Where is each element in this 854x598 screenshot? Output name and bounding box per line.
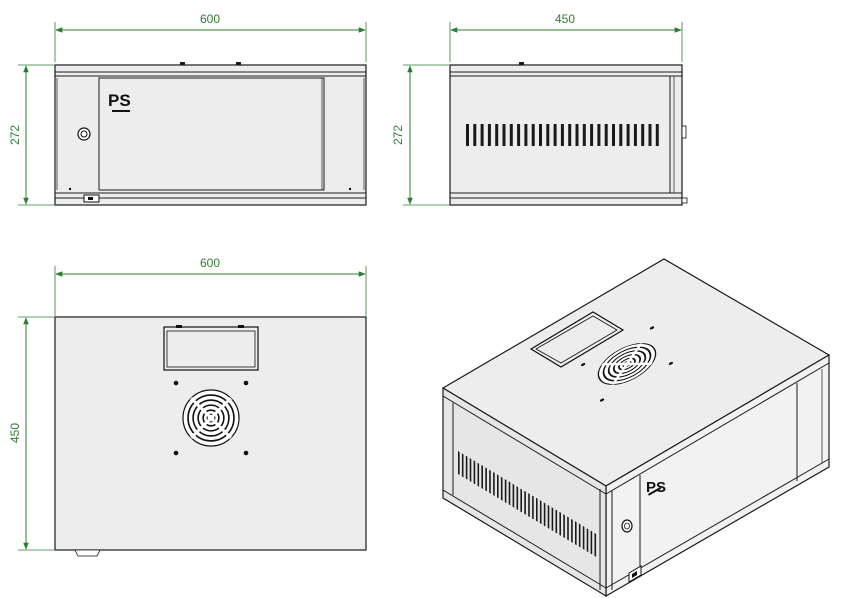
vent-slot — [520, 488, 522, 513]
vent-slot — [536, 497, 538, 522]
vent-slot — [594, 532, 597, 557]
vent-slot — [539, 124, 542, 146]
vent-slot — [626, 124, 630, 146]
vent-slot — [473, 124, 477, 146]
vent-slot — [502, 124, 506, 146]
vent-slot — [582, 525, 585, 550]
vent-slot — [582, 124, 586, 146]
vent-slot — [567, 516, 569, 541]
side-vent-slots — [466, 124, 659, 146]
vent-slot — [604, 124, 608, 146]
vent-slot — [546, 124, 550, 146]
vent-slot — [633, 124, 637, 146]
vent-slot — [487, 124, 491, 146]
iso-vent-slots — [458, 451, 597, 557]
switch-icon — [83, 194, 100, 203]
brand-logo: PS — [108, 91, 131, 112]
side-view: 450 272 — [391, 12, 688, 206]
side-height-label: 272 — [391, 125, 405, 145]
vent-slot — [466, 124, 469, 146]
vent-slot — [524, 490, 526, 515]
vent-slot — [465, 455, 468, 480]
vent-slot — [563, 514, 565, 539]
top-view: 600 450 — [8, 256, 367, 557]
vent-slot — [560, 124, 564, 146]
vent-slot — [517, 124, 521, 146]
vent-slot — [543, 502, 546, 527]
vent-slot — [509, 124, 513, 146]
vent-slot — [497, 474, 499, 499]
svg-text:PS: PS — [646, 479, 666, 496]
iso-brand-logo: PS PS — [646, 479, 666, 496]
vent-slot — [481, 465, 483, 490]
top-depth-label: 450 — [8, 423, 22, 443]
vent-slot — [568, 124, 572, 146]
vent-slot — [559, 511, 561, 536]
vent-slot — [528, 493, 530, 518]
vent-slot — [477, 462, 480, 487]
vent-slot — [485, 467, 487, 492]
vent-slot — [555, 509, 558, 534]
front-height-label: 272 — [8, 125, 22, 145]
vent-slot — [495, 124, 499, 146]
vent-slot — [590, 530, 593, 555]
vent-slot — [532, 495, 534, 520]
vent-slot — [489, 469, 491, 494]
vent-slot — [504, 479, 507, 504]
lock-icon — [77, 127, 91, 141]
vent-slot — [458, 451, 460, 475]
iso-switch-icon — [628, 565, 642, 583]
iso-lock-icon — [621, 519, 633, 533]
vent-slot — [612, 124, 615, 146]
vent-slot — [531, 124, 535, 146]
vent-slot — [553, 124, 557, 146]
vent-slot — [619, 124, 623, 146]
vent-slot — [575, 124, 579, 146]
front-width-label: 600 — [200, 12, 220, 26]
fan-icon — [173, 380, 249, 456]
vent-slot — [586, 528, 589, 553]
isometric-view: PS PS — [441, 258, 831, 598]
vent-slot — [648, 124, 652, 146]
vent-slot — [551, 507, 554, 532]
vent-slot — [655, 124, 659, 146]
vent-slot — [578, 523, 581, 548]
vent-slot — [473, 460, 476, 485]
top-width-label: 600 — [200, 256, 220, 270]
vent-slot — [500, 476, 503, 501]
vent-slot — [547, 504, 550, 529]
vent-slot — [524, 124, 528, 146]
side-depth-label: 450 — [555, 12, 575, 26]
vent-slot — [512, 483, 515, 508]
vent-slot — [641, 124, 645, 146]
vent-slot — [539, 500, 542, 525]
vent-slot — [597, 124, 601, 146]
vent-slot — [469, 458, 472, 483]
vent-slot — [461, 453, 464, 478]
iso-fan-icon — [580, 326, 674, 402]
vent-slot — [571, 518, 573, 543]
vent-slot — [480, 124, 484, 146]
front-view: 600 272 PS — [8, 12, 367, 206]
vent-slot — [508, 481, 511, 506]
vent-slot — [590, 124, 594, 146]
cable-cutout — [163, 325, 259, 371]
vent-slot — [493, 472, 495, 497]
iso-cable-cutout — [529, 311, 625, 368]
vent-slot — [575, 521, 577, 546]
vent-slot — [516, 486, 519, 511]
svg-text:PS: PS — [108, 91, 131, 110]
